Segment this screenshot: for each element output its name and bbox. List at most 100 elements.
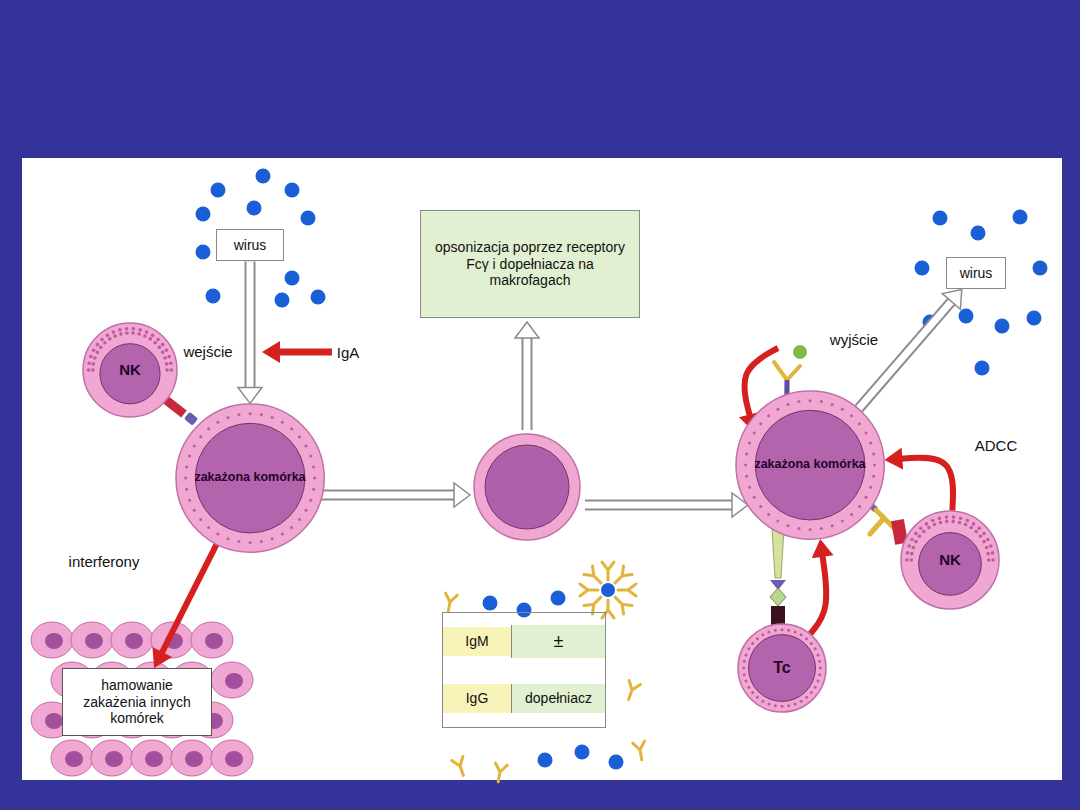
infected-cell: zakażona komórka [175,403,325,553]
granule [869,486,872,489]
granule [92,362,96,366]
arrow-head [152,647,172,668]
box-text: IgG [443,684,511,713]
granule [918,534,922,538]
granule [810,691,813,694]
granule [816,680,819,683]
granule [841,519,844,522]
granule [767,414,770,417]
virus-particles [285,271,300,286]
virus-particles [551,591,566,606]
arrow-shaft [859,301,952,409]
process-arrow [312,483,470,507]
granule [858,422,861,425]
box-text: IgM [443,627,511,656]
arrow-head [942,289,962,309]
granule [92,349,96,353]
granule [260,540,263,543]
granule [748,486,751,489]
antibodies [584,593,605,614]
inhibition-box: hamowanie zakażenia innych komórek [62,668,212,736]
middle-cell [485,445,569,529]
granule [106,334,110,338]
granule [163,356,167,360]
virus-particles [609,755,624,770]
granule [831,403,834,406]
cell-cluster [65,751,83,767]
arrow-shaft [585,502,733,509]
arrow-head [238,387,262,403]
tc-receptor [772,528,784,578]
arrow-head [884,448,903,470]
granule [313,476,316,479]
granule [112,330,116,334]
cell-cluster [85,633,103,649]
granule [745,452,748,455]
granule [170,368,174,372]
bound-antibody-virus [774,362,800,396]
granule [914,540,918,544]
granule [207,526,210,529]
granule [87,361,91,365]
nk-cell: NK [82,322,178,418]
virus-particles [275,293,290,308]
virus-particles [538,753,553,768]
granule [831,524,834,527]
granule [781,628,784,631]
virus-particles [196,245,211,260]
nk-receptor [166,400,198,426]
granule [931,519,935,523]
granule [742,667,745,670]
granule [767,513,770,516]
granule [781,705,784,708]
granule [312,488,315,491]
granule [747,647,750,650]
iga-arrow [262,341,280,363]
granule [977,526,981,530]
cell-cluster [171,740,213,776]
virus-particles [933,211,948,226]
cell-label: Tc [773,658,790,677]
antibodies [611,593,632,614]
granule [753,431,756,434]
edge-label: interferony [66,553,143,571]
granule [814,686,817,689]
box-text: ± [511,625,605,659]
granule [165,368,169,372]
granule [743,660,746,663]
granule [858,505,861,508]
granule [226,537,229,540]
arrow-shaft [246,261,253,388]
virus-particles [206,289,221,304]
granule [819,667,822,670]
granule [100,338,104,342]
granule [912,546,916,550]
iga-arrow [262,341,332,363]
cell-cluster [185,751,203,767]
granule [873,463,876,466]
arrow-shaft [585,500,733,511]
cell-cluster [71,622,113,658]
cell-cluster [125,633,143,649]
cell-nucleus [195,423,305,533]
granule [987,558,991,562]
granule [751,642,754,645]
granule [919,526,923,530]
layout-arrows [312,322,778,517]
antibodies [492,763,507,783]
granule [312,465,315,468]
cell-membrane [901,511,999,609]
cell-cluster [131,740,173,776]
granule [309,454,312,457]
granule [207,427,210,430]
cell-cluster [211,740,253,776]
antibodies [452,756,469,777]
cell-nucleus [919,533,982,596]
granule [800,633,803,636]
granule [165,349,169,353]
cell-cluster [205,633,223,649]
virus-particles [247,201,262,216]
granule [761,700,764,703]
granule [304,509,307,512]
connector-arrow [152,545,216,668]
